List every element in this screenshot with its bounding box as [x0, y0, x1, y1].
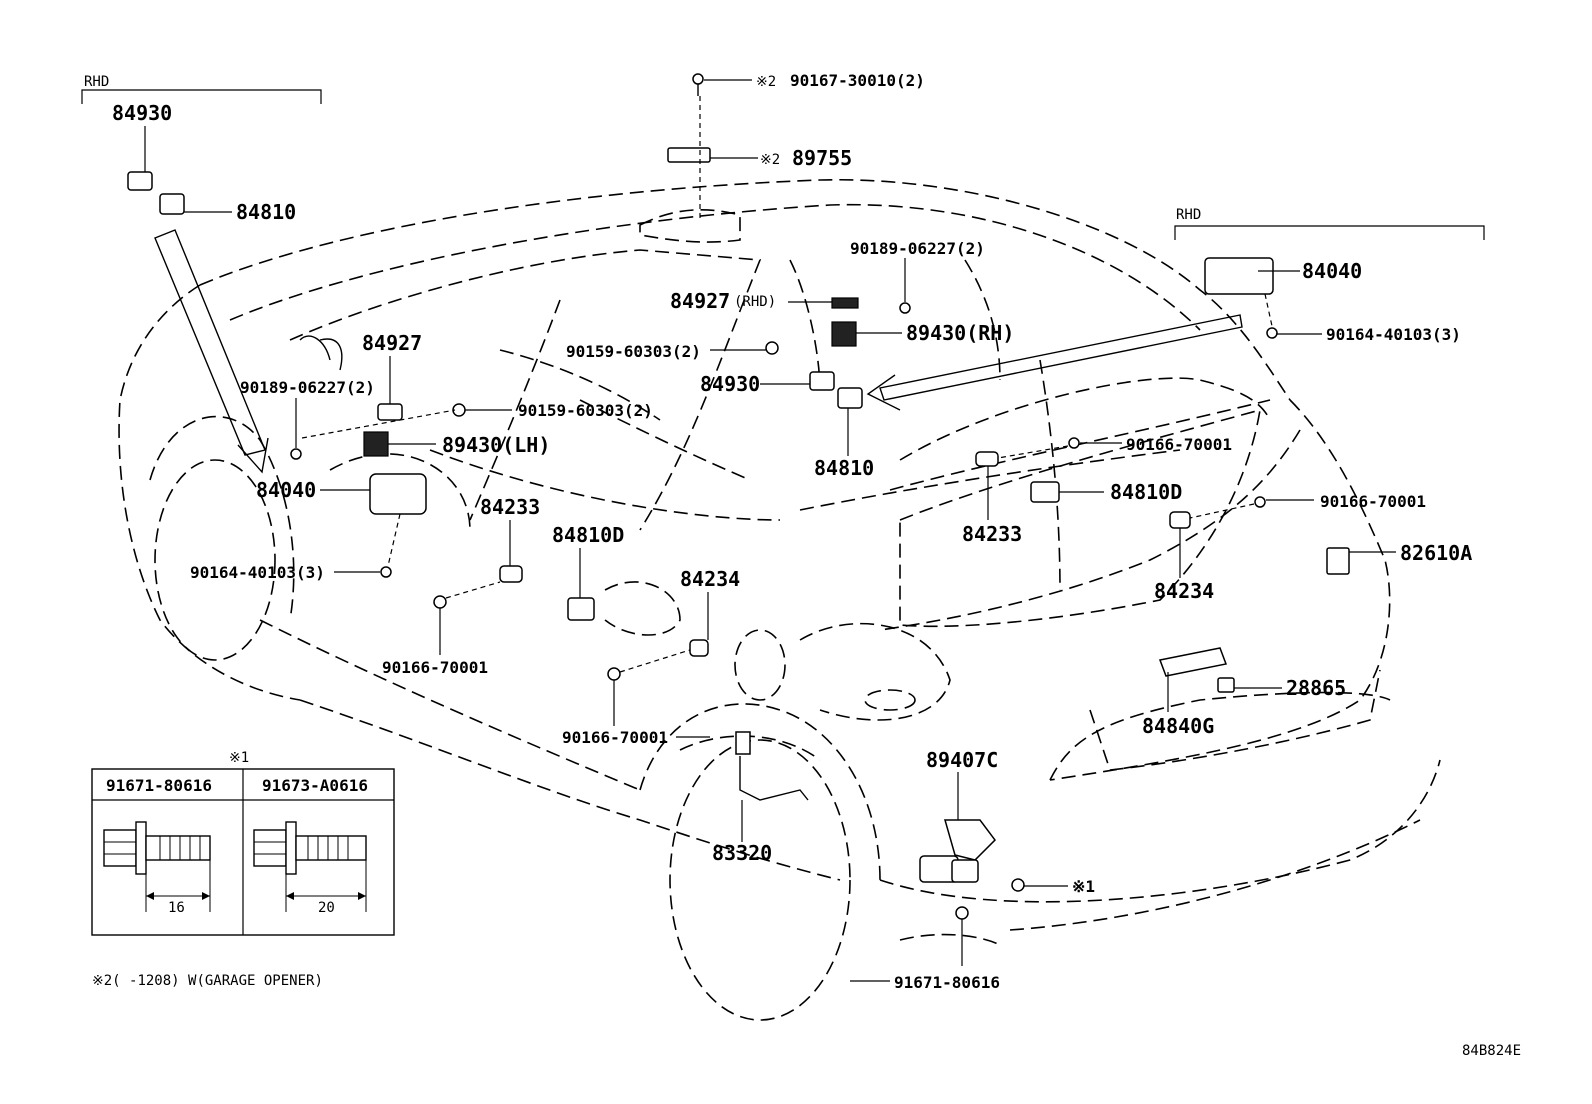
bolt-20-icon — [253, 821, 367, 912]
screw-90164-left — [380, 566, 392, 578]
part-labels: RHD 84930 84810 ※2 90167-30010(2) ※2 897… — [84, 71, 1472, 992]
rhd-bracket-right — [1174, 225, 1485, 240]
label-82610a: 82610A — [1400, 541, 1472, 565]
label-84810d-right: 84810D — [1110, 480, 1182, 504]
part-89430-lh — [363, 431, 389, 457]
label-83320: 83320 — [712, 841, 772, 865]
inset-col1: 91671-80616 — [106, 776, 212, 795]
part-84810-center — [837, 387, 863, 409]
arrow-left-head — [237, 437, 269, 474]
label-90166-r1: 90166-70001 — [1126, 435, 1232, 454]
part-84840g — [1158, 647, 1228, 677]
inset-title: ※1 — [229, 750, 249, 766]
label-84810-center: 84810 — [814, 456, 874, 480]
part-89430-rh — [831, 321, 857, 347]
label-90159-left: 90159-60303(2) — [518, 401, 653, 420]
arrow-right-head — [866, 374, 901, 411]
part-84810-tl — [159, 193, 185, 215]
label-90166-bottom: 90166-70001 — [562, 728, 668, 747]
mark-90167: ※2 — [756, 74, 776, 90]
screw-90167 — [692, 73, 704, 85]
label-84927-left: 84927 — [362, 331, 422, 355]
part-83320-wire — [739, 756, 809, 801]
inset-col2: 91673-A0616 — [262, 776, 368, 795]
footnote: ※2( -1208) W(GARAGE OPENER) — [92, 973, 323, 989]
label-90166-r2: 90166-70001 — [1320, 492, 1426, 511]
label-90164-left: 90164-40103(3) — [190, 563, 325, 582]
label-90164-right: 90164-40103(3) — [1326, 325, 1461, 344]
rhd-label-right: RHD — [1176, 207, 1201, 223]
label-89755: 89755 — [792, 146, 852, 170]
label-90166-left: 90166-70001 — [382, 658, 488, 677]
part-84233-left — [499, 565, 523, 583]
inset-dim1: 16 — [168, 900, 185, 916]
label-84234-right: 84234 — [1154, 579, 1214, 603]
label-84930-tl: 84930 — [112, 101, 172, 125]
part-84234-right — [1169, 511, 1191, 529]
part-89755 — [667, 147, 711, 163]
label-84840g: 84840G — [1142, 714, 1214, 738]
label-mark1: ※1 — [1072, 877, 1095, 896]
screw-90166-left — [433, 595, 447, 609]
part-84810d-left — [567, 597, 595, 621]
part-84930-tl — [127, 171, 153, 191]
label-90189-left: 90189-06227(2) — [240, 378, 375, 397]
screw-90166-bottom — [607, 667, 621, 681]
rhd-label-left: RHD — [84, 74, 109, 90]
rhd-bracket-left — [81, 89, 322, 104]
bolt-16-icon — [103, 821, 211, 912]
part-83320-sensor — [735, 731, 751, 755]
label-84040-left: 84040 — [256, 478, 316, 502]
arrow-right — [879, 314, 1243, 401]
label-84234-left: 84234 — [680, 567, 740, 591]
label-84927-rhd: 84927 — [670, 289, 730, 313]
mark-89755: ※2 — [760, 152, 780, 168]
screw-90166-r2 — [1254, 496, 1266, 508]
part-84234-left — [689, 639, 709, 657]
bolt-mark1 — [1011, 878, 1025, 892]
label-84810d-left: 84810D — [552, 523, 624, 547]
label-89407c: 89407C — [926, 748, 998, 772]
label-90189-top: 90189-06227(2) — [850, 239, 985, 258]
label-90167: 90167-30010(2) — [790, 71, 925, 90]
part-89407c-actuator — [951, 859, 979, 883]
label-84233-left: 84233 — [480, 495, 540, 519]
part-84810d-right — [1030, 481, 1060, 503]
bolt-91671 — [955, 906, 969, 920]
part-82610a — [1326, 547, 1350, 575]
inset-dim2: 20 — [318, 900, 335, 916]
label-89430-lh: 89430(LH) — [442, 433, 550, 457]
label-84927-rhd-note: (RHD) — [734, 294, 776, 310]
bolt-inset-table: ※1 91671-80616 91673-A0616 16 — [91, 750, 395, 936]
screw-90164-right — [1266, 327, 1278, 339]
label-84810-tl: 84810 — [236, 200, 296, 224]
part-84927-left — [377, 403, 403, 421]
label-84930-center: 84930 — [700, 372, 760, 396]
arrow-left — [154, 229, 266, 456]
clip-90189-left — [290, 448, 302, 460]
part-84040-right — [1204, 257, 1274, 295]
part-84927-rhd — [831, 297, 859, 309]
label-91671-bottom: 91671-80616 — [894, 973, 1000, 992]
part-84930-center — [809, 371, 835, 391]
label-84233-right: 84233 — [962, 522, 1022, 546]
diagram-id: 84B824E — [1462, 1043, 1521, 1059]
label-89430-rh: 89430(RH) — [906, 321, 1014, 345]
part-84233-right — [975, 451, 999, 467]
screw-90166-r1 — [1068, 437, 1080, 449]
part-28865 — [1217, 677, 1235, 693]
leader-lines — [81, 79, 1485, 982]
label-28865: 28865 — [1286, 676, 1346, 700]
part-icons — [127, 73, 1350, 920]
label-84040-right: 84040 — [1302, 259, 1362, 283]
car-body-outline — [118, 178, 1441, 1021]
screw-90159-center — [765, 341, 779, 355]
part-84040-left — [369, 473, 427, 515]
label-90159-center: 90159-60303(2) — [566, 342, 701, 361]
part-89407c-bracket — [944, 819, 996, 861]
clip-90189-top — [899, 302, 911, 314]
